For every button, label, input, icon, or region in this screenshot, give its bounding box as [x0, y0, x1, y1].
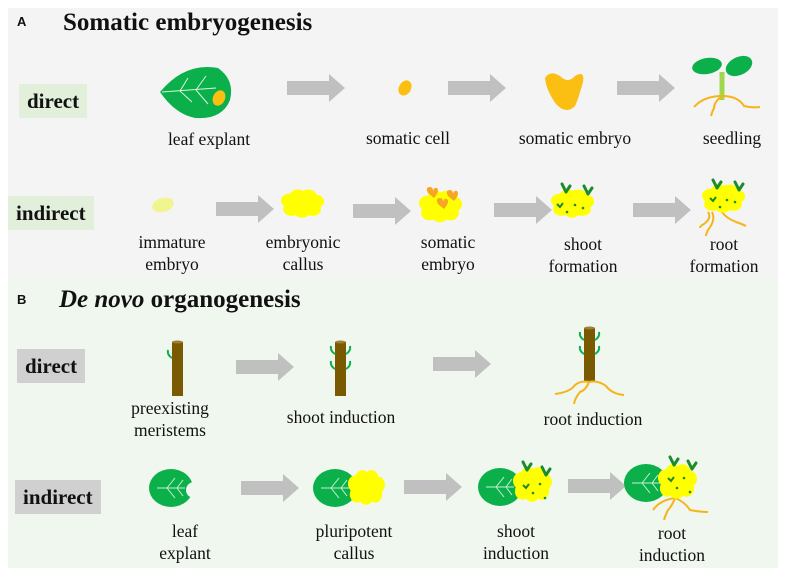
- indirect-tag-a: indirect: [8, 196, 94, 230]
- stem-shoots-icon: [329, 340, 352, 396]
- arrow-icon: [353, 197, 411, 225]
- step-label: root induction: [543, 409, 643, 429]
- cut-leaf-icon: [148, 468, 202, 508]
- arrow-icon: [404, 473, 462, 501]
- arrow-icon: [241, 474, 299, 502]
- step-label: somatic cell: [365, 128, 451, 148]
- arrow-icon: [287, 74, 345, 102]
- callus-shoots-icon: [551, 182, 595, 218]
- somatic-embryo-icon: [545, 73, 584, 111]
- callus-embryos-icon: [419, 187, 463, 223]
- direct-tag-b: direct: [17, 349, 86, 383]
- stem-roots-icon: [554, 326, 625, 405]
- step-label: somatic embryo: [518, 128, 632, 148]
- panel-b-de-novo-organogenesis: [8, 277, 778, 568]
- panel-b-label: B: [17, 292, 27, 307]
- callus-roots-icon: [699, 178, 747, 237]
- seedling-icon: [692, 55, 761, 117]
- leaf-callus-roots-icon: [623, 455, 709, 521]
- arrow-icon: [568, 472, 626, 500]
- panel-a-somatic-embryogenesis: [8, 8, 778, 277]
- leaf-explant-icon: [160, 67, 232, 119]
- embryonic-callus-icon: [281, 189, 325, 218]
- panel-a-title: Somatic embryogenesis: [63, 9, 313, 36]
- arrow-icon: [448, 74, 506, 102]
- leaf-callus-shoots-icon: [477, 460, 552, 507]
- somatic-cell-icon: [398, 80, 412, 96]
- stem-meristem-icon: [166, 340, 183, 396]
- leaf-callus-icon: [312, 468, 385, 508]
- indirect-tag-b: indirect: [15, 480, 101, 514]
- arrow-icon: [236, 353, 294, 381]
- step-label: shoot induction: [286, 407, 396, 427]
- panel-a-label: A: [17, 14, 27, 29]
- arrow-icon: [617, 74, 675, 102]
- step-label: leaf explant: [167, 129, 251, 149]
- panel-b-title: De novo organogenesis: [59, 286, 301, 313]
- direct-tag-a: direct: [19, 84, 88, 118]
- arrow-icon: [633, 196, 691, 224]
- arrow-icon: [494, 196, 552, 224]
- arrow-icon: [433, 350, 491, 378]
- arrow-icon: [216, 195, 274, 223]
- step-label: seedling: [702, 128, 762, 148]
- immature-embryo-icon: [152, 197, 174, 213]
